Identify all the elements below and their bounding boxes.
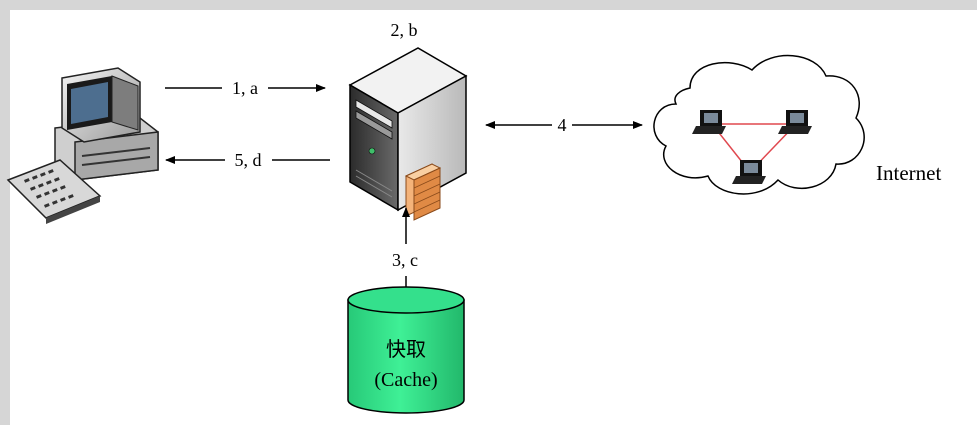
arrow-1a-label: 1, a	[232, 78, 258, 98]
laptop-icon	[692, 110, 726, 134]
arrow-3c-label: 3, c	[392, 250, 418, 270]
internet-label: Internet	[876, 161, 941, 185]
laptop-icon	[778, 110, 812, 134]
internet-cloud	[653, 54, 865, 195]
server-label: 2, b	[391, 20, 418, 40]
arrow-4-label: 4	[558, 115, 567, 135]
arrow-5d-label: 5, d	[235, 150, 262, 170]
cache-label-english: (Cache)	[374, 369, 437, 391]
client-computer-icon	[6, 67, 159, 224]
cache-database-icon	[347, 286, 465, 414]
cache-label-chinese: 快取	[386, 338, 426, 361]
proxy-server-icon	[348, 47, 468, 221]
laptop-icon	[732, 160, 766, 184]
